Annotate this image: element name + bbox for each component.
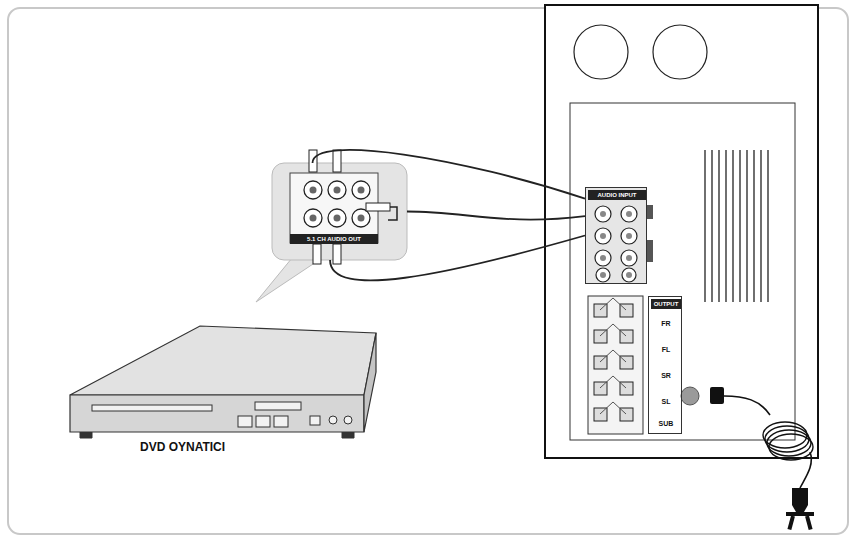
- jack-plate: [290, 173, 378, 243]
- power-cord: [800, 452, 811, 488]
- input-jacks: [595, 206, 637, 282]
- output-panel: OUTPUT FR FL SR SL SUB: [648, 296, 682, 434]
- channel-label: SR: [651, 371, 681, 381]
- power-socket: [710, 387, 724, 404]
- cord-coil: [763, 422, 813, 460]
- output-plate: [648, 296, 682, 434]
- dvd-top: [70, 326, 376, 395]
- channel-label: SUB: [651, 419, 681, 429]
- device-label: DVD OYNATICI: [140, 440, 225, 454]
- audio-cable: [313, 150, 586, 199]
- panel-header: AUDIO INPUT: [588, 190, 646, 200]
- output-jacks: [304, 181, 370, 227]
- dvd-buttons: [238, 416, 352, 427]
- plug-base: [786, 512, 814, 516]
- plug-body: [792, 488, 808, 512]
- callout-pointer: [256, 258, 322, 302]
- dvd-front: [70, 395, 364, 432]
- terminal-block: [588, 296, 643, 434]
- power-switch: [681, 387, 699, 405]
- vent-grille: [705, 150, 768, 302]
- power-cord: [724, 396, 770, 415]
- disc-tray: [92, 405, 212, 411]
- panel-header: OUTPUT: [651, 299, 681, 309]
- audio-cable: [407, 212, 585, 220]
- audio-out-panel: 5.1 CH AUDIO OUT: [272, 163, 407, 260]
- speaker-terminals: [594, 298, 633, 421]
- rca-plug: [313, 244, 321, 264]
- rca-plug: [333, 244, 341, 264]
- channel-label: FL: [651, 345, 681, 355]
- panel-header: 5.1 CH AUDIO OUT: [290, 234, 378, 244]
- rca-plug: [333, 150, 341, 172]
- plug-pin: [787, 515, 794, 530]
- channel-label: FR: [651, 319, 681, 329]
- input-plate: [585, 187, 647, 284]
- subwoofer-housing: [545, 5, 818, 458]
- plug-pin: [805, 515, 812, 530]
- channel-label: SL: [651, 397, 681, 407]
- port-circle: [653, 25, 707, 79]
- side-tab: [647, 240, 653, 262]
- dvd-feet: [80, 432, 354, 438]
- rca-plug: [366, 203, 390, 211]
- rear-panel: [570, 103, 795, 440]
- display: [255, 402, 301, 410]
- plug-cable: [388, 207, 397, 220]
- side-tab: [647, 205, 653, 219]
- port-circle: [574, 25, 628, 79]
- dvd-side: [364, 333, 376, 432]
- audio-input-panel: AUDIO INPUT: [585, 187, 647, 284]
